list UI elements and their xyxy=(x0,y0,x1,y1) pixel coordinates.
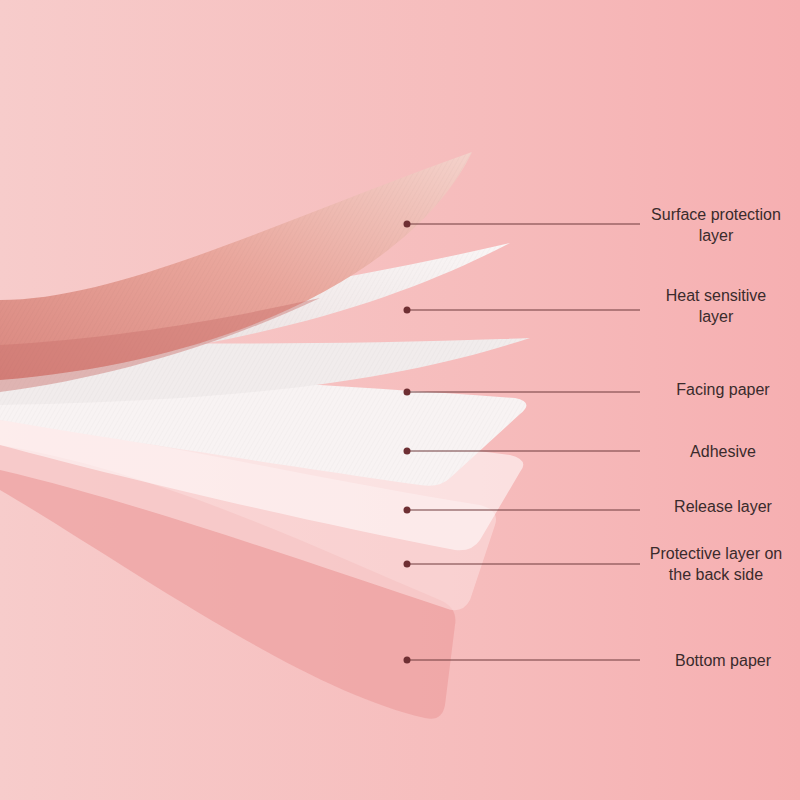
layer-label: Adhesive xyxy=(648,441,798,462)
layer-label: Protective layer on the back side xyxy=(649,543,784,585)
layer-label: Surface protection layer xyxy=(651,204,781,246)
layer-label: Facing paper xyxy=(648,379,798,400)
layer-label: Heat sensitive layer xyxy=(651,285,781,327)
layer-label: Release layer xyxy=(648,496,798,517)
layer-label: Bottom paper xyxy=(648,650,798,671)
